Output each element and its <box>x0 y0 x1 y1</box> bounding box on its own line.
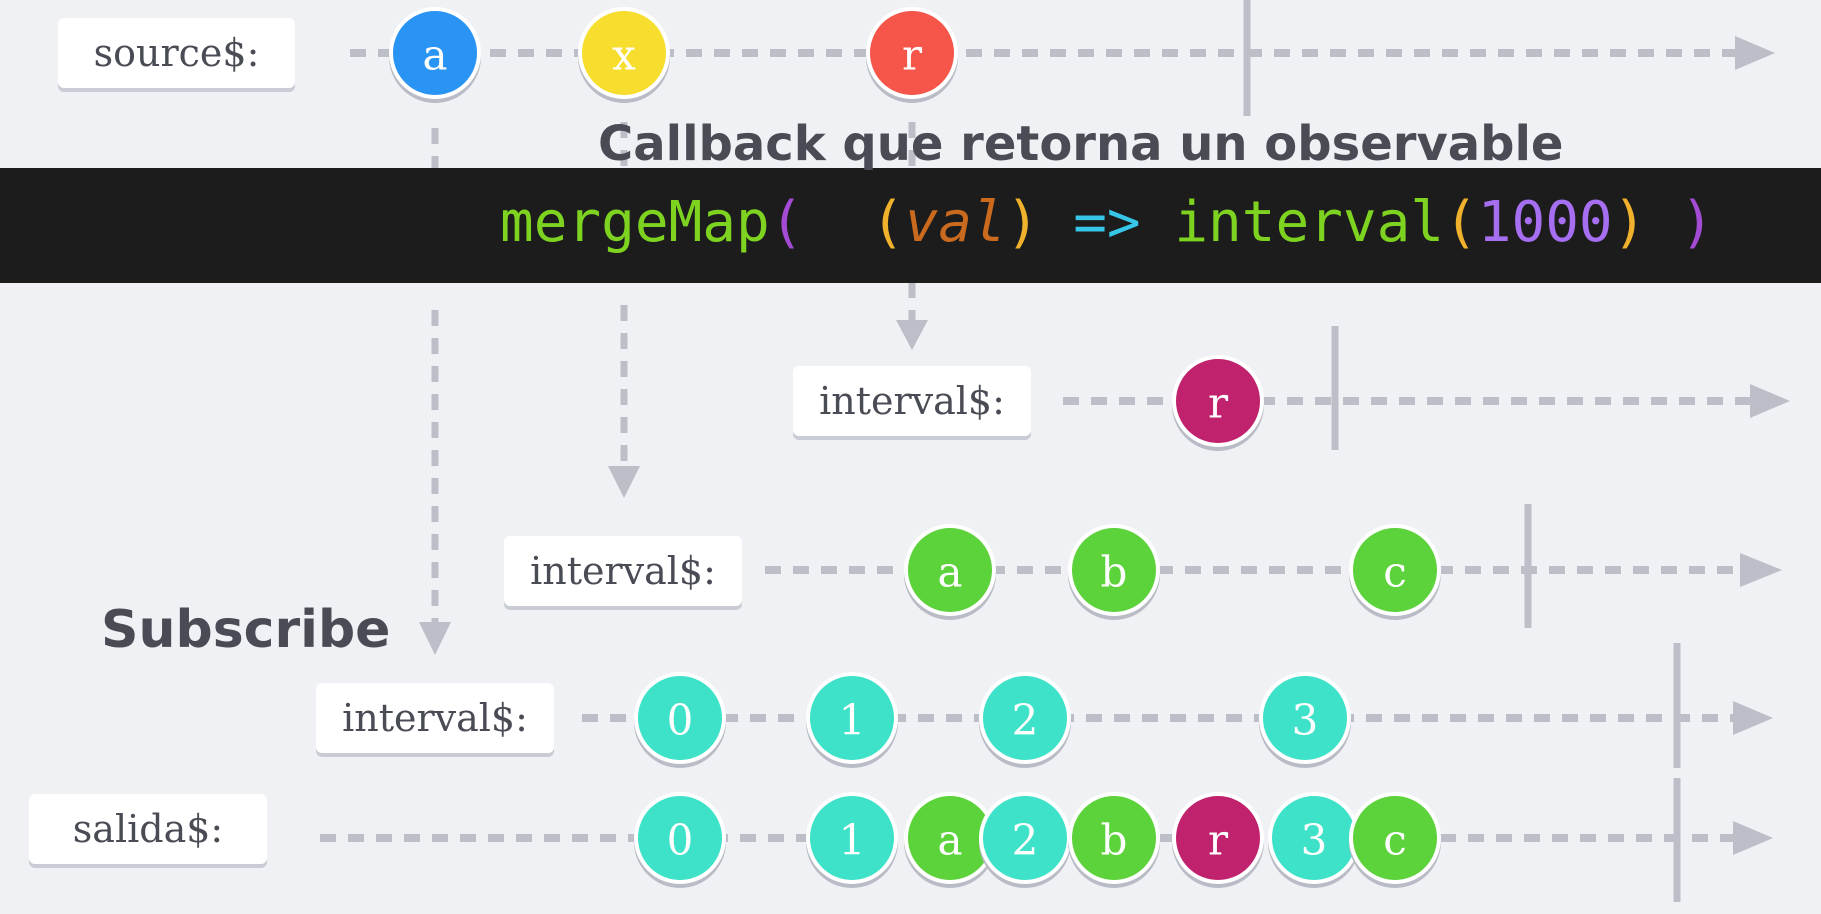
marble-circle <box>1068 792 1160 884</box>
marble-output-1: 1 <box>806 792 898 884</box>
marble-label: 1 <box>839 696 866 745</box>
timeline-arrowhead-source <box>1735 36 1775 70</box>
code-inner-open: ( <box>1444 190 1478 255</box>
marble-interval-r-0: r <box>1172 355 1264 447</box>
marble-circle <box>904 524 996 616</box>
marble-source-0: a <box>389 7 481 99</box>
marble-output-6: 3 <box>1268 792 1360 884</box>
marble-label: r <box>1208 816 1229 865</box>
marble-circle <box>389 7 481 99</box>
marble-circle <box>806 792 898 884</box>
marble-label: 2 <box>1012 816 1039 865</box>
interval-a-label: interval$: <box>316 683 554 753</box>
subscribe-heading: Subscribe <box>101 600 391 660</box>
marble-label: b <box>1101 548 1128 597</box>
marble-label: c <box>1383 548 1407 597</box>
marble-label: r <box>1208 379 1229 428</box>
marble-circle <box>1172 792 1264 884</box>
marble-label: 3 <box>1292 696 1319 745</box>
marble-circle <box>979 672 1071 764</box>
marble-label: 0 <box>667 696 694 745</box>
code-arrow: => <box>1073 190 1141 255</box>
marble-label: a <box>937 548 962 597</box>
marble-interval-a-0: 0 <box>634 672 726 764</box>
marble-output-3: 2 <box>979 792 1071 884</box>
code-arg: val <box>904 190 1006 255</box>
marble-output-7: c <box>1349 792 1441 884</box>
interval-x-label: interval$: <box>504 536 742 606</box>
marble-label: 0 <box>667 816 694 865</box>
code-inner-fn: interval <box>1174 190 1445 255</box>
arrowhead-a-lower <box>419 622 451 655</box>
projection-arrows <box>431 122 916 622</box>
callback-heading: Callback que retorna un observable <box>598 116 1564 172</box>
marble-interval-x-0: a <box>904 524 996 616</box>
timeline-arrowhead-interval-r <box>1750 384 1790 418</box>
marble-circle <box>866 7 958 99</box>
code-arg-open: ( <box>870 190 905 255</box>
timeline-interval-x: a b c <box>765 504 1782 628</box>
marble-circle <box>1349 792 1441 884</box>
marble-source-2: r <box>866 7 958 99</box>
marble-output-0: 0 <box>634 792 726 884</box>
marble-circle <box>634 672 726 764</box>
output-label: salida$: <box>29 794 267 864</box>
code-band <box>0 168 1821 283</box>
marble-source-1: x <box>578 7 670 99</box>
marble-circle <box>1172 355 1264 447</box>
code-paren-open: ( <box>769 190 804 255</box>
marble-label: 1 <box>839 816 866 865</box>
marble-label: 2 <box>1012 696 1039 745</box>
marble-label: b <box>1101 816 1128 865</box>
arrowhead-x-lower <box>608 466 640 498</box>
code-inner-arg: 1000 <box>1477 190 1613 255</box>
interval-r-label: interval$: <box>793 366 1031 436</box>
timeline-arrowhead-interval-x <box>1740 553 1782 587</box>
marble-circle <box>578 7 670 99</box>
marble-label: a <box>422 31 447 80</box>
marble-output-4: b <box>1068 792 1160 884</box>
marble-circle <box>634 792 726 884</box>
timeline-interval-r: r <box>1063 326 1790 450</box>
marble-circle <box>1259 672 1351 764</box>
marble-interval-x-2: c <box>1349 524 1441 616</box>
timeline-interval-a: 0 1 2 3 <box>582 643 1773 768</box>
timeline-arrowhead-output <box>1733 821 1773 855</box>
code-snippet: mergeMap( (val) => interval(1000) ) <box>500 190 1714 256</box>
marble-interval-a-2: 2 <box>979 672 1071 764</box>
marble-interval-a-3: 3 <box>1259 672 1351 764</box>
timeline-arrowhead-interval-a <box>1733 701 1773 735</box>
marble-label: x <box>612 31 636 80</box>
marble-label: a <box>937 816 962 865</box>
code-inner-close: ) <box>1612 190 1647 255</box>
arrowhead-r-lower <box>896 320 928 350</box>
marble-circle <box>1068 524 1160 616</box>
marble-interval-x-1: b <box>1068 524 1160 616</box>
code-arg-close: ) <box>1005 190 1040 255</box>
source-label: source$: <box>58 18 295 88</box>
timeline-output: 0 1 a 2 b r 3 c <box>320 778 1773 902</box>
marble-output-5: r <box>1172 792 1264 884</box>
marble-circle <box>1349 524 1441 616</box>
code-paren-close: ) <box>1680 190 1714 255</box>
marble-label: c <box>1383 816 1407 865</box>
marble-label: 3 <box>1301 816 1328 865</box>
marble-interval-a-1: 1 <box>806 672 898 764</box>
code-fn: mergeMap <box>500 190 770 255</box>
marble-circle <box>806 672 898 764</box>
marble-label: r <box>902 31 923 80</box>
